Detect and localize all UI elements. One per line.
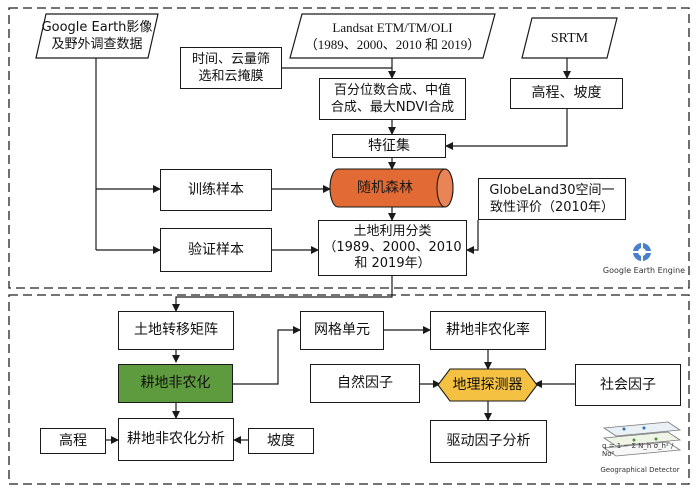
grid-unit-box: 网格单元 [300,311,384,350]
globeland-to-landuse-arrow [466,220,479,254]
training-samples-box: 训练样本 [160,169,272,211]
terrain-to-features-arrow [445,109,568,150]
ge-field-data-input: Google Earth影像 及野外调查数据 [35,13,159,59]
social-factors-box: 社会因子 [575,364,681,406]
preprocess-box: 时间、云量筛 选和云掩膜 [180,47,282,89]
nonagri-to-grid-arrow [233,326,301,385]
geodetector-node: 地理探测器 [437,368,538,402]
globeland-box: GlobeLand30空间一 致性评价（2010年） [478,178,626,220]
geodetector-label: 地理探测器 [452,376,523,393]
feature-set-box: 特征集 [332,134,446,158]
transfer-matrix-box: 土地转移矩阵 [118,311,234,350]
srtm-label: SRTM [550,30,589,46]
gee-logo: Google Earth Engine [600,242,688,286]
validation-samples-box: 验证样本 [160,228,272,272]
gee-logo-text: Google Earth Engine [602,266,686,275]
random-forest-cylinder: 随机森林 [329,168,454,208]
nonagri-rate-box: 耕地非农化率 [430,311,546,350]
nonagri-analysis-box: 耕地非农化分析 [118,418,234,461]
natural-factors-box: 自然因子 [310,364,420,403]
top-section-frame [8,7,690,289]
slope-box: 坡度 [248,428,314,454]
composites-box: 百分位数合成、中值 合成、最大NDVI合成 [319,78,466,120]
driver-analysis-box: 驱动因子分析 [430,420,547,463]
terrain-box: 高程、坡度 [510,78,623,109]
gee-logo-icon [633,243,651,261]
gd-logo-text: Geographical Detector [600,466,680,474]
farmland-nonagri-box: 耕地非农化 [118,364,233,403]
landuse-to-matrix-arrow [172,276,393,312]
geographical-detector-logo: q = 1 − Σ N_h σ_h² / Nσ² Geographical De… [594,420,686,480]
land-use-box: 土地利用分类 （1989、2000、2010 和 2019年） [318,220,467,276]
elevation-box: 高程 [40,428,106,454]
layer-stack-icon [602,421,682,457]
srtm-input: SRTM [521,17,618,59]
landsat-input: Landsat ETM/TM/OLI （1989、2000、2010 和 201… [289,13,496,59]
ge-field-data-label: Google Earth影像 及野外调查数据 [41,20,153,52]
bottom-section-frame [8,294,690,485]
gd-formula-text: q = 1 − Σ N_h σ_h² / Nσ² [602,442,674,458]
landsat-label: Landsat ETM/TM/OLI （1989、2000、2010 和 201… [304,20,481,52]
random-forest-label: 随机森林 [357,179,413,196]
